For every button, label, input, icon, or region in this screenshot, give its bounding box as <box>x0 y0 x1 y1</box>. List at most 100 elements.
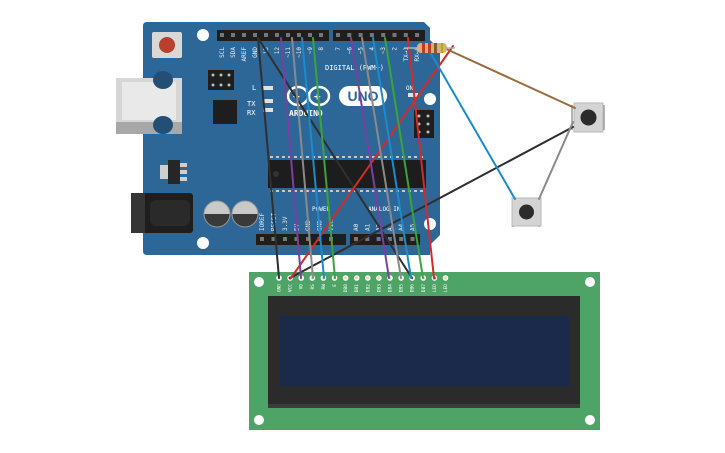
wire-purple[interactable] <box>350 37 390 279</box>
header-pin-label: 8 <box>318 47 325 51</box>
mounting-hole <box>254 415 264 425</box>
lcd-pin-label: GND <box>277 284 283 292</box>
header-pin[interactable] <box>354 237 358 241</box>
digital-header-pins <box>220 33 420 37</box>
wire-gray[interactable] <box>538 121 574 200</box>
header-pin-label: 4 <box>369 47 376 51</box>
lcd-pin-label: E <box>332 284 338 287</box>
lcd-pin-pad <box>344 276 348 280</box>
wire-gray[interactable] <box>291 37 314 279</box>
header-pin-label: A0 <box>353 223 360 231</box>
header-pin-label: GND <box>252 47 259 58</box>
wire-blue[interactable] <box>429 51 516 200</box>
header-pin[interactable] <box>231 33 235 37</box>
pushbutton[interactable] <box>571 102 605 133</box>
usb-port <box>116 78 182 134</box>
header-pin[interactable] <box>358 33 363 37</box>
header-pin-label: ~10 <box>296 47 303 58</box>
lcd-pin-label: DB5 <box>399 284 405 292</box>
header-pin[interactable] <box>271 237 276 241</box>
rx-label: RX <box>247 109 256 117</box>
header-pin[interactable] <box>365 237 370 241</box>
header-pin-label: SDA <box>230 47 237 58</box>
header-pin[interactable] <box>410 237 415 241</box>
header-pin[interactable] <box>399 237 404 241</box>
lcd-pin-label: LED <box>432 284 438 292</box>
resistor <box>404 43 455 53</box>
header-pin[interactable] <box>260 237 264 241</box>
model-label: UNO <box>347 88 378 104</box>
header-pin-label: 7 <box>335 47 342 51</box>
wire-green[interactable] <box>384 37 424 279</box>
header-pin[interactable] <box>376 237 381 241</box>
led-rx <box>263 108 273 112</box>
header-pin[interactable] <box>220 33 224 37</box>
lcd-pin-label: DB3 <box>376 284 382 292</box>
mounting-hole <box>585 277 595 287</box>
header-pin-label: 2 <box>392 47 399 51</box>
header-pin[interactable] <box>242 33 246 37</box>
header-pin-label: ~11 <box>285 47 292 58</box>
header-pin[interactable] <box>415 33 420 37</box>
wires <box>257 37 576 279</box>
dc-power-jack <box>131 193 193 233</box>
wire-red[interactable] <box>407 37 435 279</box>
header-pin-label: A3 <box>387 223 394 231</box>
lcd-pin-pad <box>355 276 359 280</box>
icsp-header <box>208 70 234 90</box>
header-pin[interactable] <box>294 237 299 241</box>
power-analog-header <box>256 234 420 245</box>
header-pin[interactable] <box>264 33 268 37</box>
header-pin[interactable] <box>403 33 408 37</box>
wire-black[interactable] <box>289 126 574 279</box>
mounting-hole <box>254 277 264 287</box>
wire-blue[interactable] <box>372 37 412 279</box>
digital-header <box>217 30 425 41</box>
capacitor <box>231 200 259 228</box>
lcd-pin-label: RW <box>321 284 327 290</box>
header-pin[interactable] <box>336 33 340 37</box>
wire-gray[interactable] <box>361 37 402 279</box>
header-pin[interactable] <box>392 33 397 37</box>
header-pin-label: TX→1 <box>403 47 410 62</box>
header-pin-label: A4 <box>398 223 405 231</box>
header-pin-label: 3.3V <box>282 216 289 231</box>
wire-green[interactable] <box>312 37 336 279</box>
header-pin[interactable] <box>297 33 301 37</box>
header-pin[interactable] <box>306 237 310 241</box>
header-pin[interactable] <box>369 33 374 37</box>
mounting-hole <box>424 218 436 230</box>
on-label: ON <box>406 85 414 92</box>
header-pin[interactable] <box>387 237 392 241</box>
header-pin[interactable] <box>319 33 323 37</box>
lcd-pin-label: VO <box>299 284 305 290</box>
wire-black[interactable] <box>257 37 280 279</box>
header-pin[interactable] <box>253 33 257 37</box>
wire-purple[interactable] <box>280 37 302 279</box>
header-pin[interactable] <box>283 237 287 241</box>
header-pin-label: RX←0 <box>414 47 421 62</box>
wire-brown[interactable] <box>443 47 576 109</box>
header-pin[interactable] <box>347 33 352 37</box>
header-pin[interactable] <box>286 33 290 37</box>
uno-badge: UNO <box>339 86 387 106</box>
wire-red[interactable] <box>290 45 454 279</box>
header-pin-label: AREF <box>241 47 248 62</box>
header-pin-label: Vin <box>328 220 335 231</box>
lcd-screen <box>280 316 569 386</box>
pushbutton[interactable] <box>511 197 542 227</box>
header-pin[interactable] <box>381 33 386 37</box>
header-pin[interactable] <box>308 33 312 37</box>
digital-label: DIGITAL (PWM~) <box>325 64 384 72</box>
reset-button[interactable] <box>152 32 182 58</box>
analog-label: ANALOG IN <box>368 206 401 213</box>
lcd-pin-label: DB0 <box>343 284 349 292</box>
tx-label: TX <box>247 100 256 108</box>
wire-blue[interactable] <box>301 37 325 279</box>
header-pin-label: IOREF <box>259 213 266 231</box>
header-pin[interactable] <box>275 33 279 37</box>
power-label: POWER <box>312 206 330 213</box>
arduino-board: L TX RX ON − + UNO ARDUINO DIGITAL (PWM~… <box>116 22 440 255</box>
